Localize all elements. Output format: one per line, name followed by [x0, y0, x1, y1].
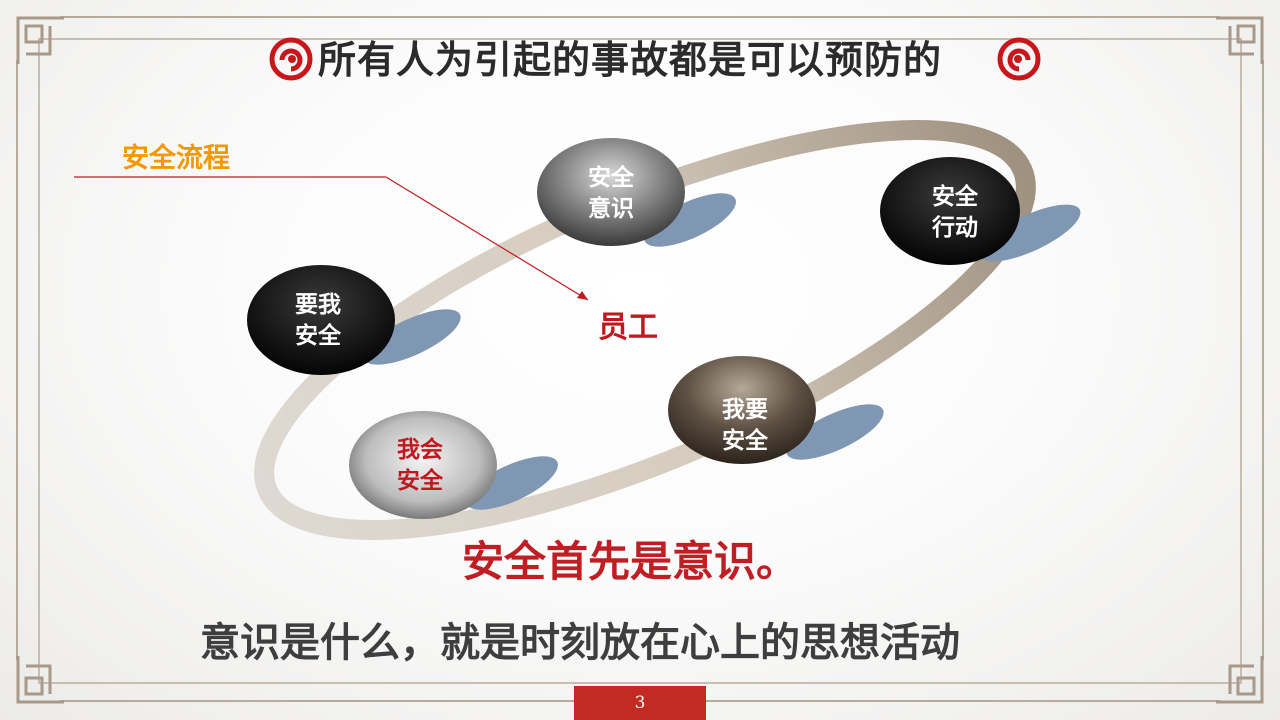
frame-left-line — [16, 60, 18, 660]
node-shadow — [466, 456, 558, 510]
node-shadow — [644, 193, 736, 247]
node-text: 要我 — [295, 292, 341, 318]
statement-text: 意识是什么，就是时刻放在心上的思想活动 — [200, 620, 960, 666]
node-text: 意识 — [588, 195, 634, 222]
node-i-can-safe: 我会 安全 — [349, 411, 497, 519]
node-text: 安全 — [932, 183, 979, 210]
process-label: 安全流程 — [122, 143, 230, 174]
frame-border — [38, 38, 1242, 684]
frame-right-line — [1262, 60, 1264, 660]
page-number: 3 — [634, 693, 646, 713]
node-text: 我要 — [722, 397, 768, 423]
node-text: 行动 — [931, 214, 978, 241]
corner-ornament-top-left — [16, 16, 64, 64]
center-label: 员工 — [598, 310, 658, 345]
node-text: 安全 — [295, 322, 342, 349]
node-safety-action: 安全 行动 — [880, 157, 1020, 265]
cloud-ornament-right-icon — [997, 37, 1041, 81]
node-text: 安全 — [588, 164, 635, 191]
node-text: 安全 — [722, 427, 769, 454]
corner-ornament-bottom-left — [16, 656, 64, 704]
node-shadow — [363, 309, 461, 365]
emphasis-text: 安全首先是意识。 — [462, 537, 799, 586]
corner-ornament-top-right — [1216, 16, 1264, 64]
node-text: 我会 — [397, 436, 443, 463]
corner-ornament-bottom-right — [1216, 656, 1264, 704]
node-i-want-safe: 我要 安全 — [668, 356, 816, 464]
node-safety-awareness: 安全 意识 — [537, 138, 685, 246]
cloud-ornament-left-icon — [269, 37, 313, 81]
frame-top-line — [60, 16, 1220, 18]
node-shadow — [786, 404, 884, 460]
page-title: 所有人为引起的事故都是可以预防的 — [318, 38, 943, 82]
node-shadow — [979, 204, 1081, 262]
node-text: 安全 — [397, 467, 444, 494]
page-number-badge: 3 — [574, 686, 706, 720]
node-want-me-safe: 要我 安全 — [247, 265, 395, 375]
